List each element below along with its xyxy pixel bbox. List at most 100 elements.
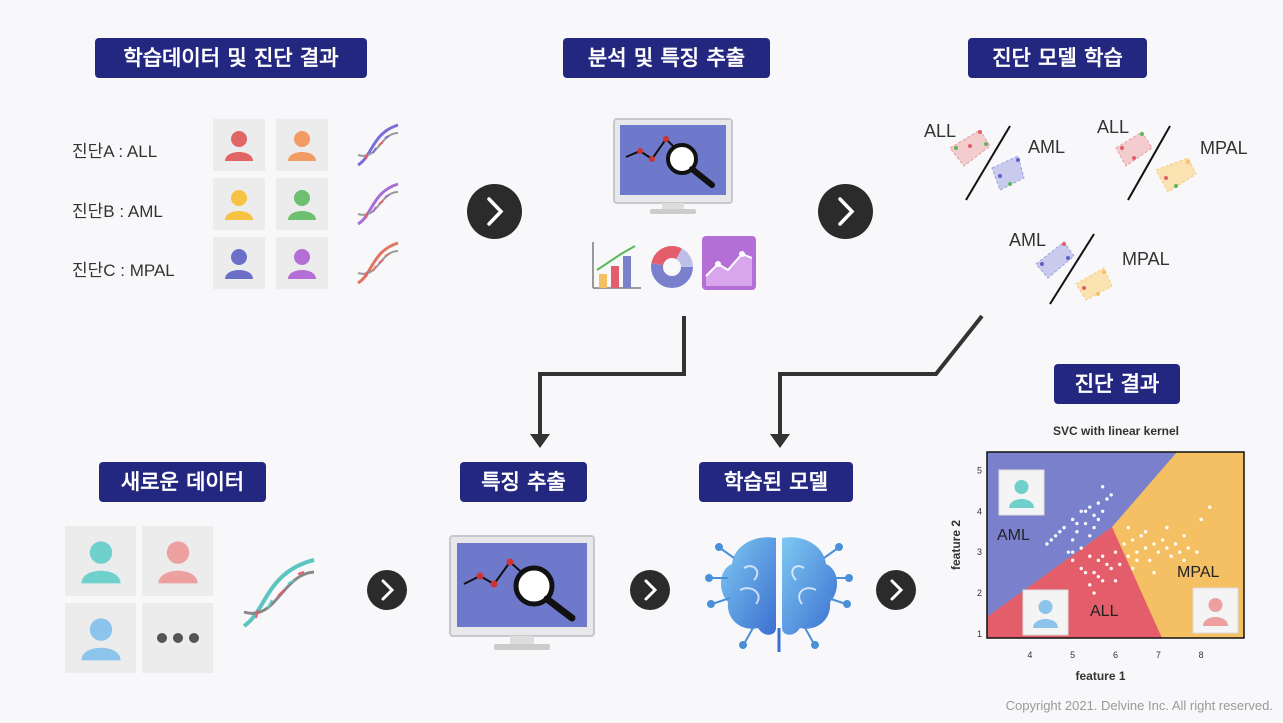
data-point xyxy=(1148,558,1152,563)
data-point xyxy=(1143,546,1148,550)
data-point xyxy=(1186,546,1191,550)
diagnosis-c-label: 진단C : MPAL xyxy=(72,261,175,280)
copyright-text: Copyright 2021. Delvine Inc. All right r… xyxy=(1005,698,1273,713)
more-icon xyxy=(142,603,213,673)
y-tick-label: 3 xyxy=(977,547,982,557)
data-point xyxy=(1126,554,1131,558)
data-point xyxy=(1199,517,1203,522)
feature-extraction-header: 특징 추출 xyxy=(460,462,587,502)
data-point xyxy=(1130,538,1135,542)
data-point xyxy=(1058,530,1062,534)
arrow-right-icon xyxy=(630,570,670,610)
data-point xyxy=(1182,558,1186,563)
person-icon xyxy=(65,526,136,596)
data-point xyxy=(1092,570,1096,575)
plot-frame xyxy=(986,451,1245,639)
y-tick-label: 1 xyxy=(977,629,982,639)
data-point xyxy=(1092,513,1096,518)
line-chart-icon xyxy=(702,236,756,290)
data-point xyxy=(1083,509,1088,513)
dna-icon xyxy=(354,121,402,173)
data-point xyxy=(1092,591,1096,595)
pair2-left-label: ALL xyxy=(1097,117,1130,137)
arrow-right-icon xyxy=(818,184,873,239)
data-point xyxy=(1160,538,1165,542)
all-aml-separator-diagram xyxy=(949,125,1025,201)
data-point xyxy=(1079,509,1083,513)
arrow-right-icon xyxy=(367,570,407,610)
data-point xyxy=(1135,558,1139,563)
data-point xyxy=(1139,534,1143,538)
chart-title: SVC with linear kernel xyxy=(1052,424,1180,438)
data-point xyxy=(1045,542,1049,546)
region-label: AML xyxy=(997,527,1030,544)
data-point xyxy=(1118,562,1122,567)
data-point xyxy=(1083,570,1088,575)
data-point xyxy=(1079,566,1083,571)
data-point xyxy=(1096,558,1101,563)
aml-mpal-separator-diagram xyxy=(1035,233,1113,305)
arrow-right-icon xyxy=(467,184,522,239)
data-point xyxy=(1169,554,1173,558)
data-point xyxy=(1113,579,1118,583)
data-point xyxy=(1070,538,1075,542)
data-point xyxy=(1075,521,1079,526)
pair2-right-label: MPAL xyxy=(1200,138,1248,158)
data-point xyxy=(1208,505,1212,509)
pair3-left-label: AML xyxy=(1009,230,1047,250)
data-point xyxy=(1066,550,1071,554)
data-point xyxy=(1088,554,1092,558)
data-point xyxy=(1135,550,1139,554)
data-point xyxy=(1105,562,1109,567)
person-icon xyxy=(1014,480,1029,494)
data-point xyxy=(1092,525,1096,530)
x-tick-label: 8 xyxy=(1199,650,1204,660)
x-tick-label: 4 xyxy=(1027,650,1032,660)
dna-icon xyxy=(354,239,402,291)
person-icon xyxy=(1203,617,1228,626)
pair1-left-label: ALL xyxy=(924,121,957,141)
data-point xyxy=(1165,546,1169,550)
person-icon xyxy=(1009,499,1034,508)
dna-icon xyxy=(354,180,402,232)
data-point xyxy=(1152,542,1156,546)
data-point xyxy=(1075,530,1079,534)
data-point xyxy=(1156,550,1161,554)
data-point xyxy=(1165,525,1169,530)
data-point xyxy=(1152,570,1156,575)
x-tick-label: 7 xyxy=(1156,650,1161,660)
y-tick-label: 4 xyxy=(977,506,982,516)
analysis-monitor-icon xyxy=(613,118,733,214)
feature-extraction-monitor-icon xyxy=(449,535,595,650)
data-point xyxy=(1100,554,1105,558)
data-point xyxy=(1109,566,1113,571)
data-point xyxy=(1178,550,1182,554)
data-point xyxy=(1100,485,1105,489)
pair1-right-label: AML xyxy=(1028,137,1066,157)
data-point xyxy=(1053,534,1058,538)
person-icon xyxy=(276,178,328,230)
data-point xyxy=(1096,501,1101,505)
person-icon xyxy=(213,178,265,230)
data-point xyxy=(1130,566,1135,571)
data-point xyxy=(1096,574,1101,579)
data-point xyxy=(1126,525,1131,530)
model-training-header: 진단 모델 학습 xyxy=(968,38,1147,78)
all-mpal-separator-diagram xyxy=(1115,125,1197,201)
trained-model-header: 학습된 모델 xyxy=(699,462,853,502)
dna-icon xyxy=(242,558,315,628)
data-point xyxy=(1070,550,1075,554)
data-point xyxy=(1088,534,1092,538)
brain-icon xyxy=(705,537,853,652)
data-point xyxy=(1109,493,1113,497)
data-point xyxy=(1105,497,1109,501)
data-point xyxy=(1049,538,1053,542)
data-point xyxy=(1070,558,1075,563)
person-icon xyxy=(1038,600,1053,614)
data-point xyxy=(1070,517,1075,522)
diagnosis-b-label: 진단B : AML xyxy=(72,202,163,221)
y-tick-label: 2 xyxy=(977,588,982,598)
data-point xyxy=(1100,509,1105,513)
region-label: MPAL xyxy=(1177,564,1219,581)
